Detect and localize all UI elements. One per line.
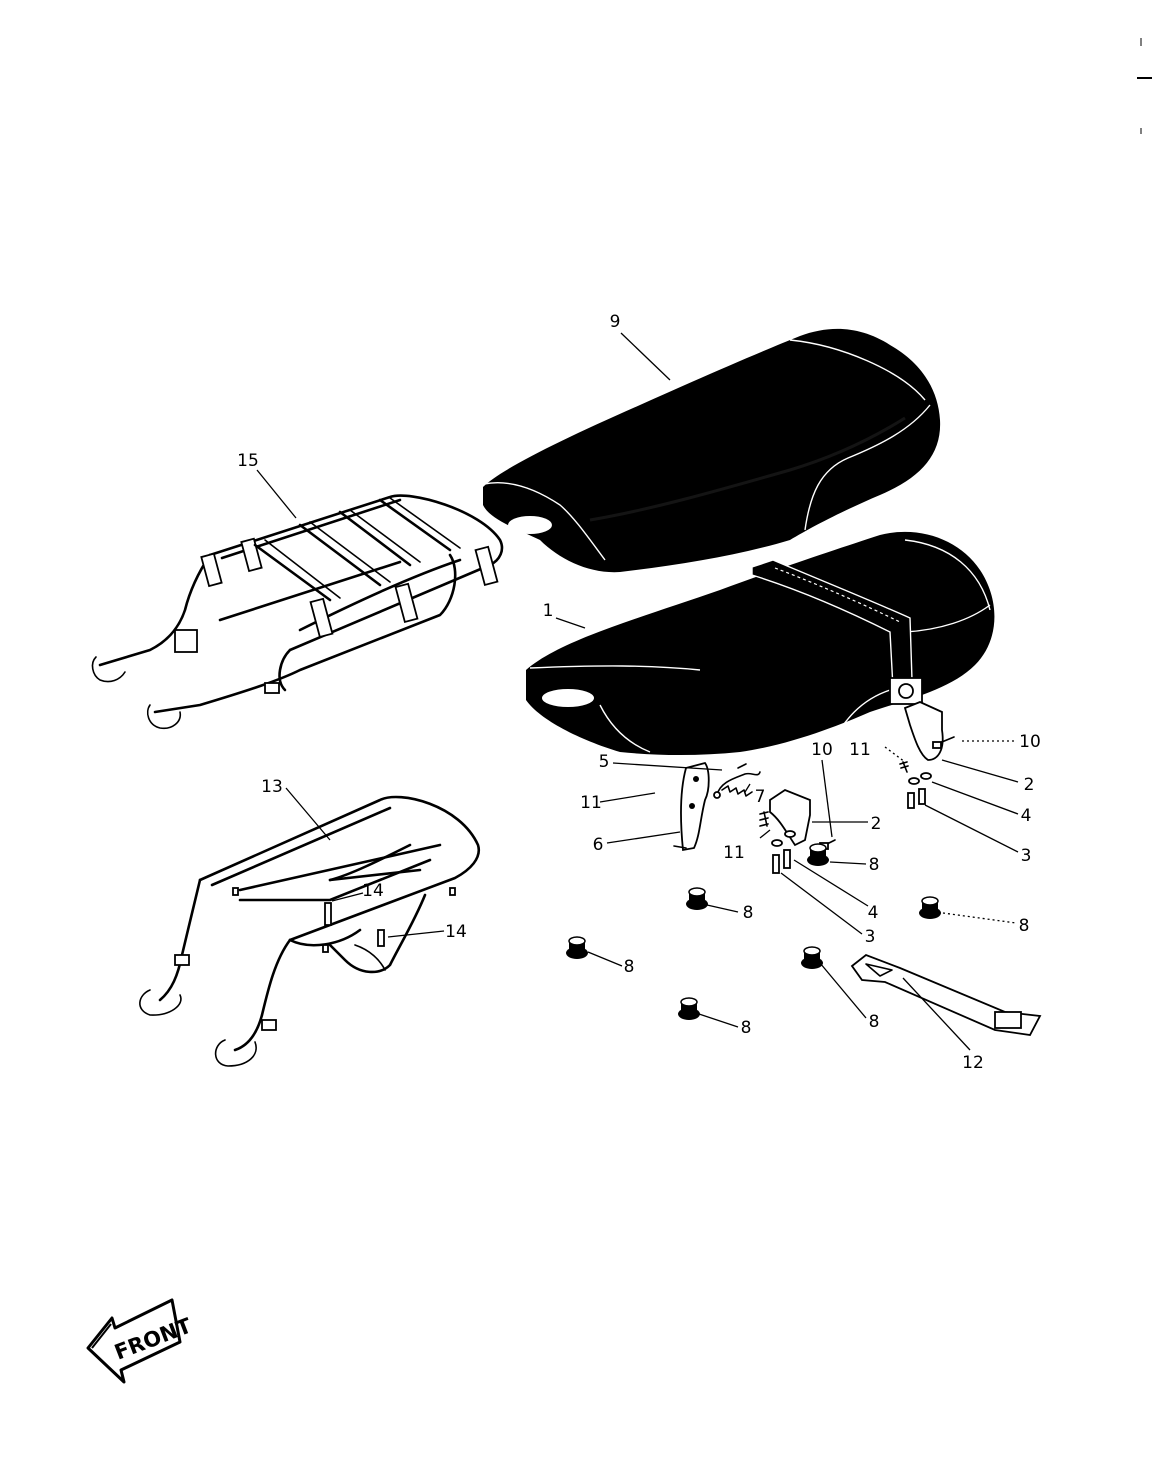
callout-15: 15 [237,451,259,471]
leader-lines [256,332,1019,1051]
callout-2-right: 2 [1024,775,1035,795]
strap-12 [850,953,1042,1036]
callout-4-right: 4 [1021,806,1032,826]
callout-12: 12 [962,1053,984,1073]
spring-7 [713,763,761,799]
callout-6: 6 [593,835,604,855]
callout-1: 1 [543,601,554,621]
rubber-dampers-8 [566,843,941,1020]
callout-8-f: 8 [741,1018,752,1038]
rack-15 [91,494,504,730]
callout-11-center: 11 [723,843,745,863]
callout-7: 7 [755,787,766,807]
callout-11-right: 11 [849,740,871,760]
margin-marks [1137,38,1152,134]
callout-10-right: 10 [1019,732,1041,752]
callout-8-c: 8 [1019,916,1030,936]
callout-13: 13 [261,777,283,797]
callout-9: 9 [610,312,621,332]
callout-10-center: 10 [811,740,833,760]
rack-13 [139,795,481,1067]
callout-8-b: 8 [743,903,754,923]
seat-9 [483,328,941,573]
callout-5: 5 [599,752,610,772]
callout-14-upper: 14 [362,881,384,901]
callout-2-center: 2 [871,814,882,834]
callout-8-a: 8 [869,855,880,875]
callout-labels: 9 1 15 13 5 6 11 7 10 11 10 2 4 3 2 11 8… [237,312,1041,1073]
callout-4-center: 4 [868,903,879,923]
seat-1 [526,531,995,755]
callout-8-e: 8 [869,1012,880,1032]
bracket-2-rear [903,701,944,761]
callout-11-left: 11 [580,793,602,813]
callout-3-right: 3 [1021,846,1032,866]
front-arrow-icon: FRONT [86,1298,195,1384]
bracket-6 [680,761,710,852]
callout-8-d: 8 [624,957,635,977]
callout-3-center: 3 [865,927,876,947]
callout-14-lower: 14 [445,922,467,942]
